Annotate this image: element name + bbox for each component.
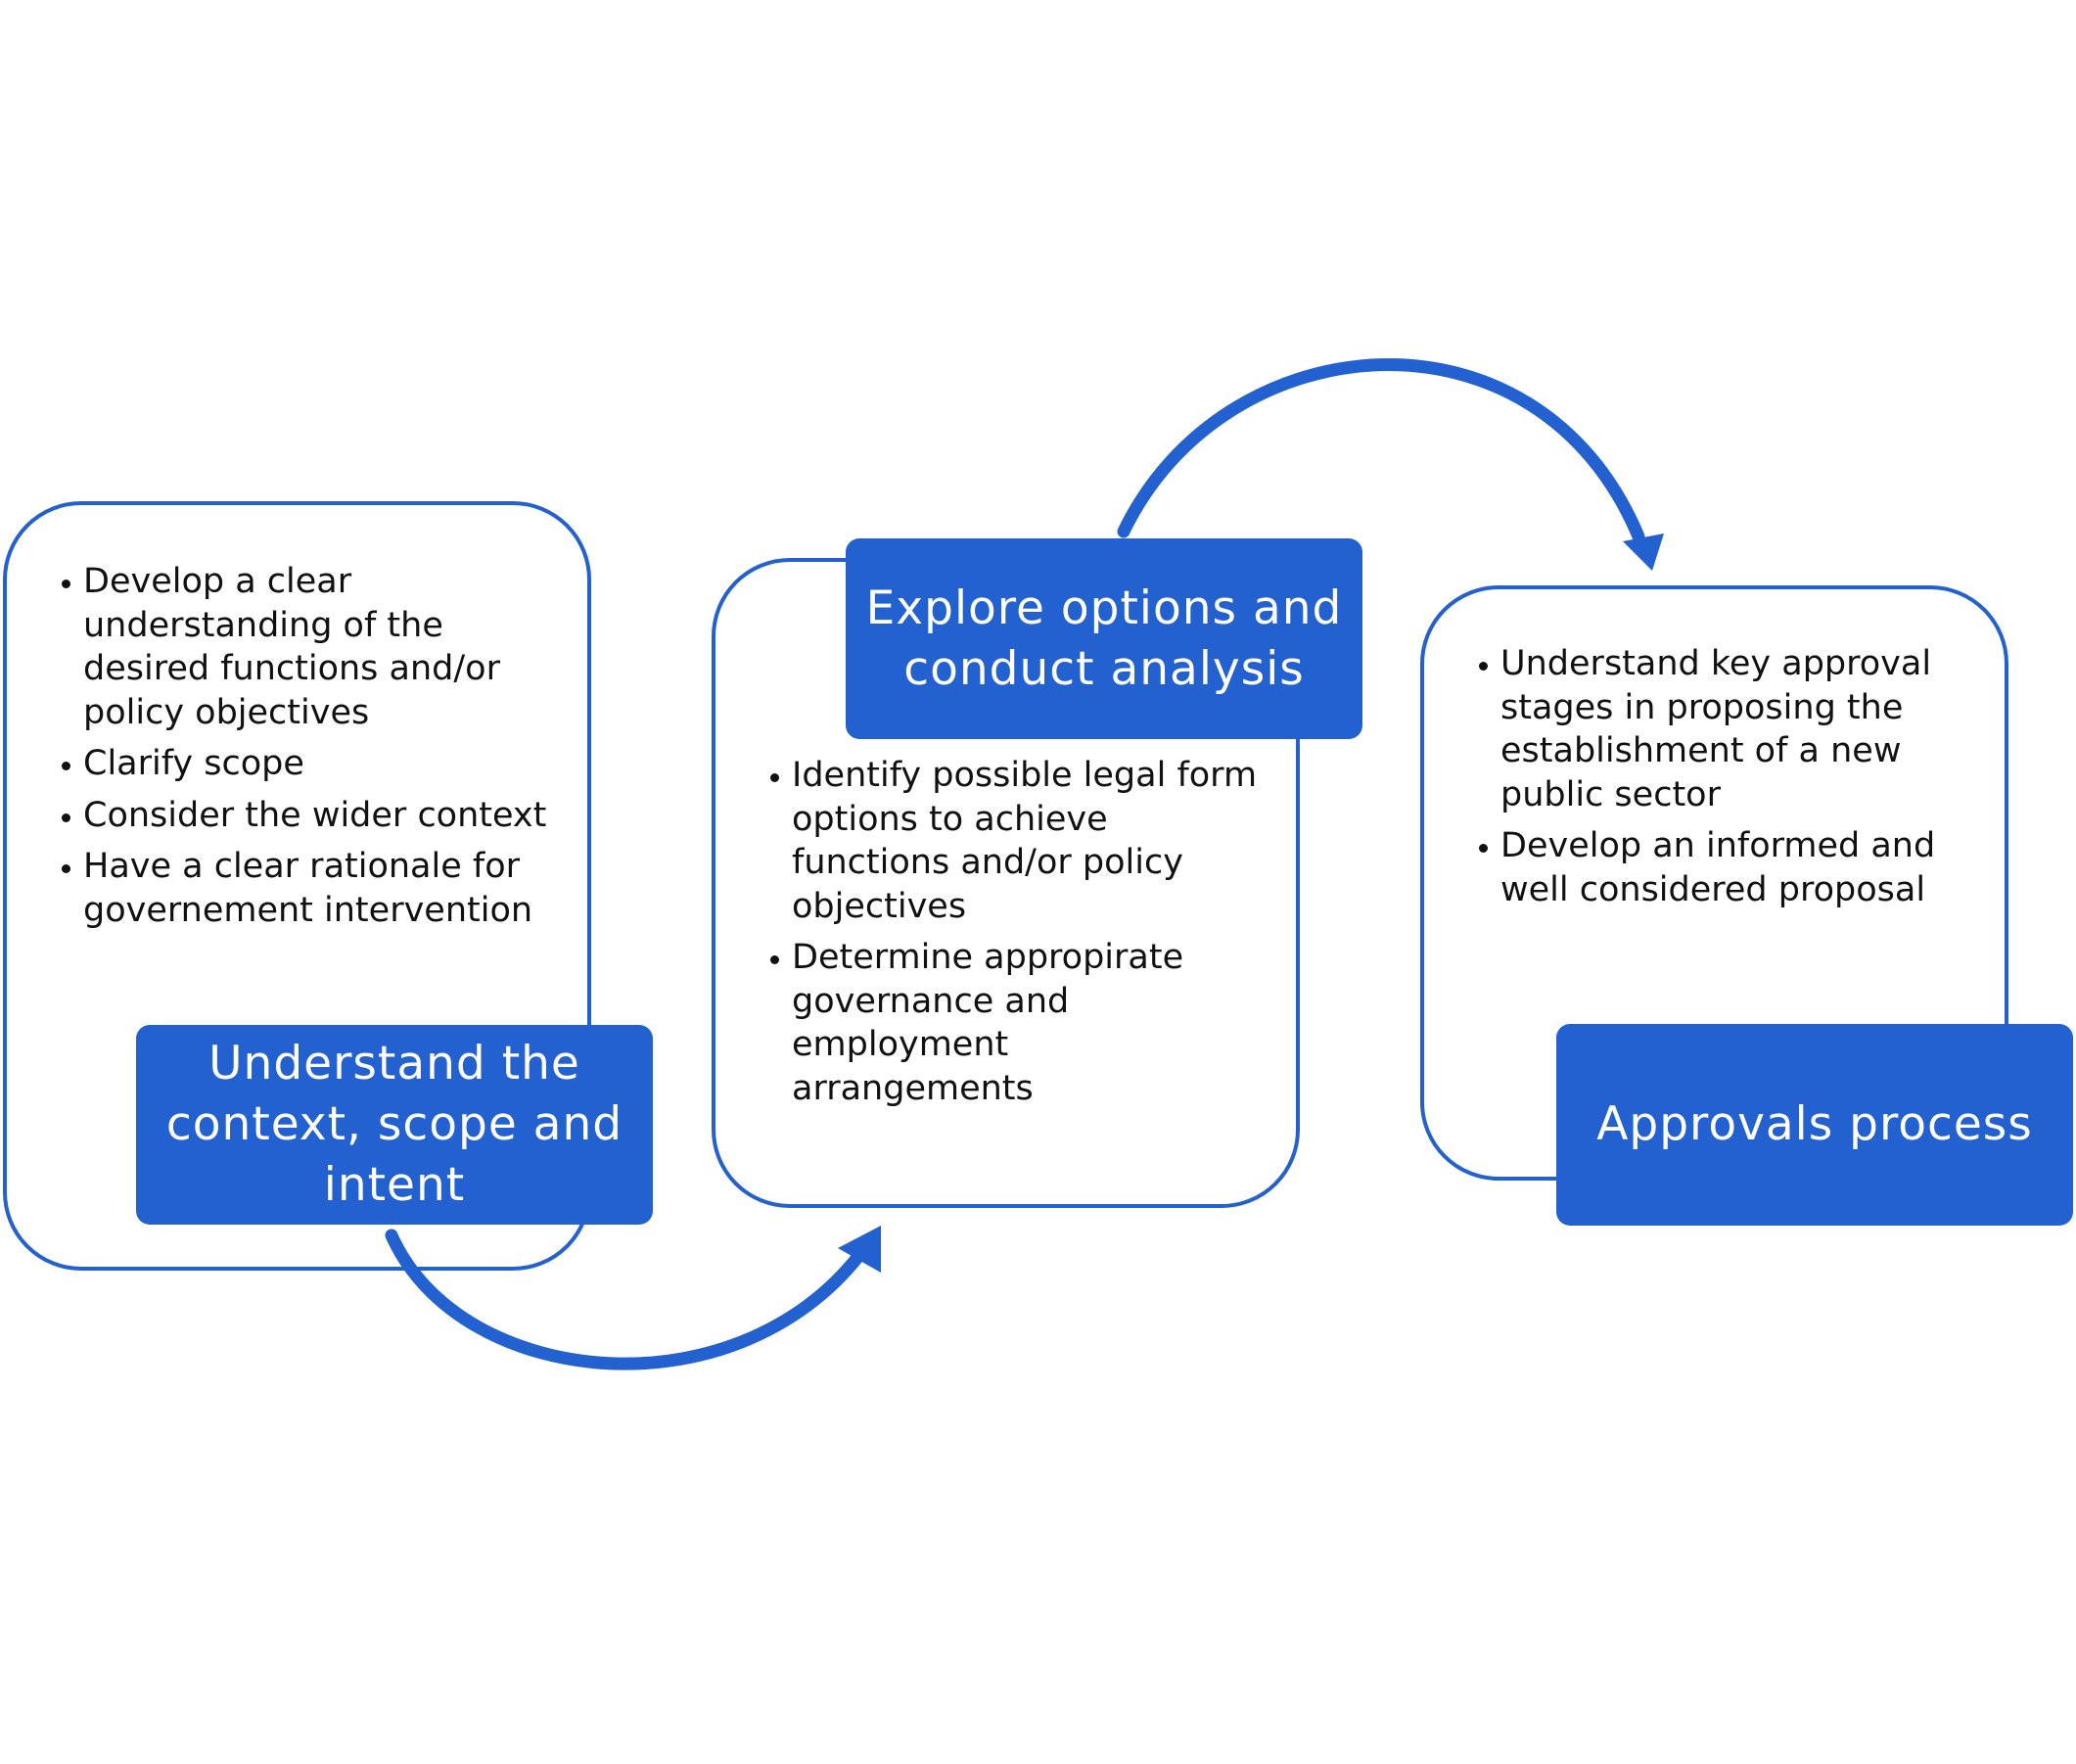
arrow-head-step-2-icon	[838, 1226, 881, 1273]
step-1-bullet-list: Develop a clear understanding of the des…	[62, 560, 551, 940]
step-3-bullet-list: Understand key approval stages in propos…	[1479, 642, 1968, 919]
step-1-bullet-4: Have a clear rationale for governement i…	[62, 845, 551, 932]
step-2-bullet-2: Determine appropirate governance and emp…	[770, 936, 1260, 1110]
bullet-dot-icon	[1479, 662, 1488, 671]
step-2-bullet-1: Identify possible legal form options to …	[770, 754, 1260, 928]
step-1-bullet-3: Consider the wider context	[62, 794, 551, 838]
bullet-dot-icon	[770, 955, 779, 964]
step-2-bullet-list: Identify possible legal form options to …	[770, 754, 1260, 1118]
step-3-bullet-1: Understand key approval stages in propos…	[1479, 642, 1968, 816]
arrow-head-step-3-icon	[1623, 534, 1664, 571]
step-3-bullet-2: Develop an informed and well considered …	[1479, 824, 1968, 911]
step-3-title: Approvals process	[1556, 1024, 2073, 1226]
bullet-dot-icon	[1479, 844, 1488, 853]
bullet-dot-icon	[62, 762, 70, 770]
step-2-title: Explore options and conduct analysis	[846, 538, 1362, 739]
bullet-dot-icon	[62, 580, 70, 588]
step-1-bullet-1: Develop a clear understanding of the des…	[62, 560, 551, 734]
bullet-dot-icon	[770, 773, 779, 782]
step-1-title: Understand the context, scope and intent	[136, 1025, 653, 1225]
bullet-dot-icon	[62, 864, 70, 873]
bullet-dot-icon	[62, 812, 70, 822]
step-1-bullet-2: Clarify scope	[62, 742, 551, 786]
arrow-step-2-to-3	[1117, 358, 1645, 543]
arrow-step-1-to-2	[385, 1229, 875, 1370]
